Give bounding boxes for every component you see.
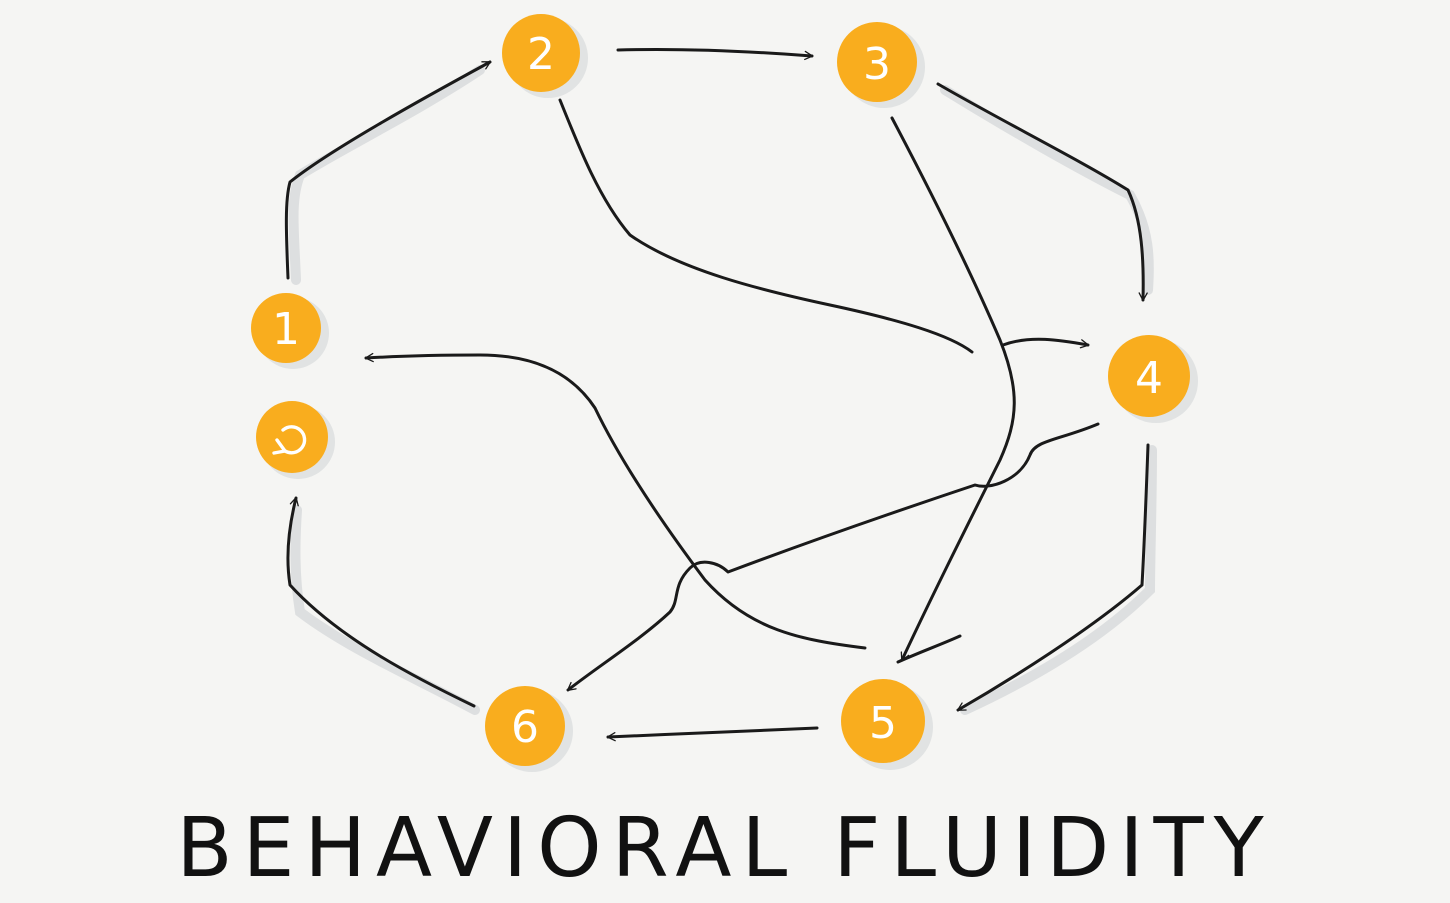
edge-5-to-6 <box>606 726 819 742</box>
repeat-icon <box>272 425 307 455</box>
edge-3-to-5 <box>890 116 1016 662</box>
edge-5-crossbar <box>896 634 962 664</box>
node-6-label: 6 <box>511 702 539 753</box>
edge-shadows <box>288 65 1157 715</box>
node-1: 1 <box>251 293 329 369</box>
edge-6-to-repeat <box>286 496 476 708</box>
node-4: 4 <box>1108 335 1198 423</box>
edge-2-to-3 <box>616 47 814 61</box>
edge-2-to-4 <box>558 98 1088 352</box>
node-6: 6 <box>485 686 573 772</box>
edge-3-to-4 <box>936 82 1148 302</box>
edge-4-to-5 <box>956 443 1150 712</box>
diagram-title: BEHAVIORAL FLUIDITY <box>176 801 1274 896</box>
node-repeat <box>256 401 335 479</box>
node-3: 3 <box>837 22 925 108</box>
node-2-label: 2 <box>527 29 555 80</box>
node-4-label: 4 <box>1135 353 1163 404</box>
edge-5-to-1 <box>364 352 867 650</box>
node-2: 2 <box>502 14 588 98</box>
node-1-label: 1 <box>272 304 300 355</box>
node-5-label: 5 <box>869 698 897 749</box>
edge-4-to-6 <box>566 422 1100 692</box>
edge-1-to-2 <box>284 60 492 280</box>
node-3-label: 3 <box>863 39 891 90</box>
node-5: 5 <box>841 679 933 770</box>
edges <box>284 47 1150 742</box>
